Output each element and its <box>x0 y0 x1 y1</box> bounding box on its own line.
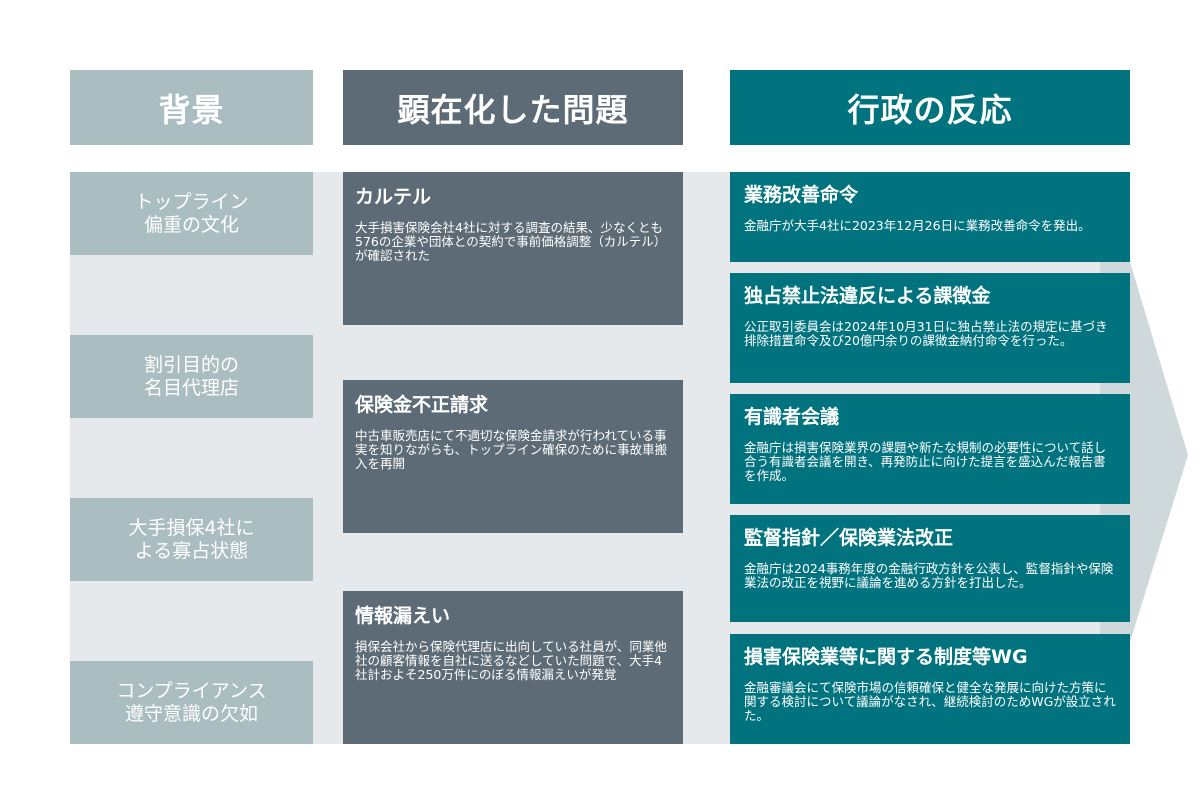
problem-text: 損保会社から保険代理店に出向している社員が、同業他社の顧客情報を自社に送るなどし… <box>355 639 667 682</box>
response-card: 監督指針／保険業法改正 金融庁は2024事務年度の金融行政方針を公表し、監督指針… <box>730 515 1130 622</box>
problem-title: 保険金不正請求 <box>355 394 489 416</box>
response-title: 損害保険業等に関する制度等WG <box>744 646 1028 668</box>
header-background: 背景 <box>70 70 313 145</box>
response-card: 有識者会議 金融庁は損害保険業界の課題や新たな規制の必要性について話し合う有識者… <box>730 394 1130 504</box>
problem-title: 情報漏えい <box>355 605 451 627</box>
response-card: 業務改善命令 金融庁が大手4社に2023年12月26日に業務改善命令を発出。 <box>730 172 1130 262</box>
problem-card: カルテル 大手損害保険会社4社に対する調査の結果、少なくとも576の企業や団体と… <box>343 172 683 325</box>
response-card: 損害保険業等に関する制度等WG 金融審議会にて保険市場の信頼確保と健全な発展に向… <box>730 634 1130 744</box>
response-card: 独占禁止法違反による課徴金 公正取引委員会は2024年10月31日に独占禁止法の… <box>730 273 1130 383</box>
response-text: 金融庁が大手4社に2023年12月26日に業務改善命令を発出。 <box>744 218 1091 233</box>
background-item: コンプライアンス 遵守意識の欠如 <box>70 661 313 744</box>
response-title: 有識者会議 <box>744 406 840 428</box>
problem-text: 大手損害保険会社4社に対する調査の結果、少なくとも576の企業や団体との契約で事… <box>355 220 667 263</box>
response-text: 金融審議会にて保険市場の信頼確保と健全な発展に向けた方策に関する検討について議論… <box>744 680 1116 723</box>
response-title: 独占禁止法違反による課徴金 <box>744 285 991 307</box>
problem-title: カルテル <box>355 186 432 208</box>
header-response: 行政の反応 <box>730 70 1130 145</box>
problem-text: 中古車販売店にて不適切な保険金請求が行われている事実を知りながらも、トップライン… <box>355 428 668 471</box>
background-item: 大手損保4社に よる寡占状態 <box>70 498 313 581</box>
response-text: 公正取引委員会は2024年10月31日に独占禁止法の規定に基づき排除措置命令及び… <box>744 319 1108 348</box>
response-title: 業務改善命令 <box>744 184 859 206</box>
header-problems: 顕在化した問題 <box>343 70 683 145</box>
problem-card: 保険金不正請求 中古車販売店にて不適切な保険金請求が行われている事実を知りながら… <box>343 380 683 533</box>
background-item: 割引目的の 名目代理店 <box>70 335 313 418</box>
background-item: トップライン 偏重の文化 <box>70 172 313 255</box>
response-title: 監督指針／保険業法改正 <box>744 527 954 549</box>
response-text: 金融庁は損害保険業界の課題や新たな規制の必要性について話し合う有識者会議を開き、… <box>744 440 1107 483</box>
response-text: 金融庁は2024事務年度の金融行政方針を公表し、監督指針や保険業法の改正を視野に… <box>744 561 1114 590</box>
problem-card: 情報漏えい 損保会社から保険代理店に出向している社員が、同業他社の顧客情報を自社… <box>343 591 683 744</box>
